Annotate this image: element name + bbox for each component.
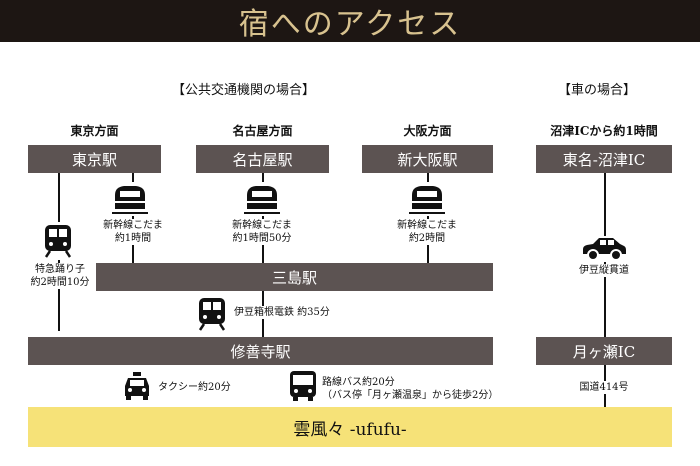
shinkansen-icon [244, 182, 280, 216]
route-shinkansen-nagoya-time: 約1時間50分 [232, 233, 292, 244]
section-car: 【車の場合】 [558, 83, 637, 98]
route-taxi-label: タクシー約20分 [158, 382, 231, 393]
station-nagoya: 名古屋駅 [196, 145, 329, 173]
car-icon [580, 236, 628, 262]
direction-osaka: 大阪方面 [403, 124, 452, 138]
ic-tsukigase: 月ヶ瀬IC [536, 337, 672, 365]
route-odoriko-label: 特急踊り子 約2時間10分 [26, 263, 94, 289]
station-mishima: 三島駅 [96, 263, 493, 291]
route-shinkansen-tokyo-time: 約1時間 [114, 233, 152, 244]
line-tokyo-shinkansen [132, 173, 134, 263]
route-izujuukan-label: 伊豆縦貫道 [574, 264, 634, 277]
line-osaka-shinkansen [427, 173, 429, 263]
shinkansen-icon [409, 182, 445, 216]
destination-ufufu: 雲風々 -ufufu- [28, 407, 672, 447]
shinkansen-icon [112, 182, 148, 216]
section-public-transport: 【公共交通機関の場合】 [172, 83, 316, 98]
route-shinkansen-osaka-name: 新幹線こだま [397, 220, 457, 231]
page-header: 宿へのアクセス [0, 0, 700, 42]
route-bus-label: 路線バス約20分 （バス停「月ヶ瀬温泉」から徒歩2分） [322, 376, 498, 402]
station-shuzenji: 修善寺駅 [28, 337, 493, 365]
direction-numazu: 沼津ICから約1時間 [550, 124, 658, 138]
route-odoriko-name: 特急踊り子 [35, 264, 85, 275]
route-414-label: 国道414号 [570, 381, 638, 394]
train-icon [196, 297, 228, 331]
route-odoriko-time: 約2時間10分 [30, 277, 90, 288]
direction-tokyo: 東京方面 [70, 124, 119, 138]
route-shinkansen-osaka-time: 約2時間 [408, 233, 446, 244]
station-tokyo: 東京駅 [28, 145, 161, 173]
ic-tomei-numazu: 東名-沼津IC [536, 145, 672, 173]
page-title: 宿へのアクセス [238, 7, 462, 42]
route-bus-name: 路線バス約20分 [322, 377, 395, 388]
route-shinkansen-nagoya-name: 新幹線こだま [232, 220, 292, 231]
route-bus-note: （バス停「月ヶ瀬温泉」から徒歩2分） [322, 390, 499, 401]
route-shinkansen-osaka-label: 新幹線こだま 約2時間 [392, 219, 462, 245]
route-shinkansen-nagoya-label: 新幹線こだま 約1時間50分 [222, 219, 302, 245]
route-shinkansen-tokyo-label: 新幹線こだま 約1時間 [98, 219, 168, 245]
train-icon [42, 222, 74, 260]
direction-nagoya: 名古屋方面 [232, 124, 293, 138]
route-izuhakone-label: 伊豆箱根電鉄 約35分 [232, 306, 332, 319]
line-nagoya-shinkansen [262, 173, 264, 263]
taxi-icon [122, 372, 152, 400]
route-shinkansen-tokyo-name: 新幹線こだま [103, 220, 163, 231]
station-shinosaka: 新大阪駅 [362, 145, 493, 173]
bus-icon [288, 370, 318, 402]
